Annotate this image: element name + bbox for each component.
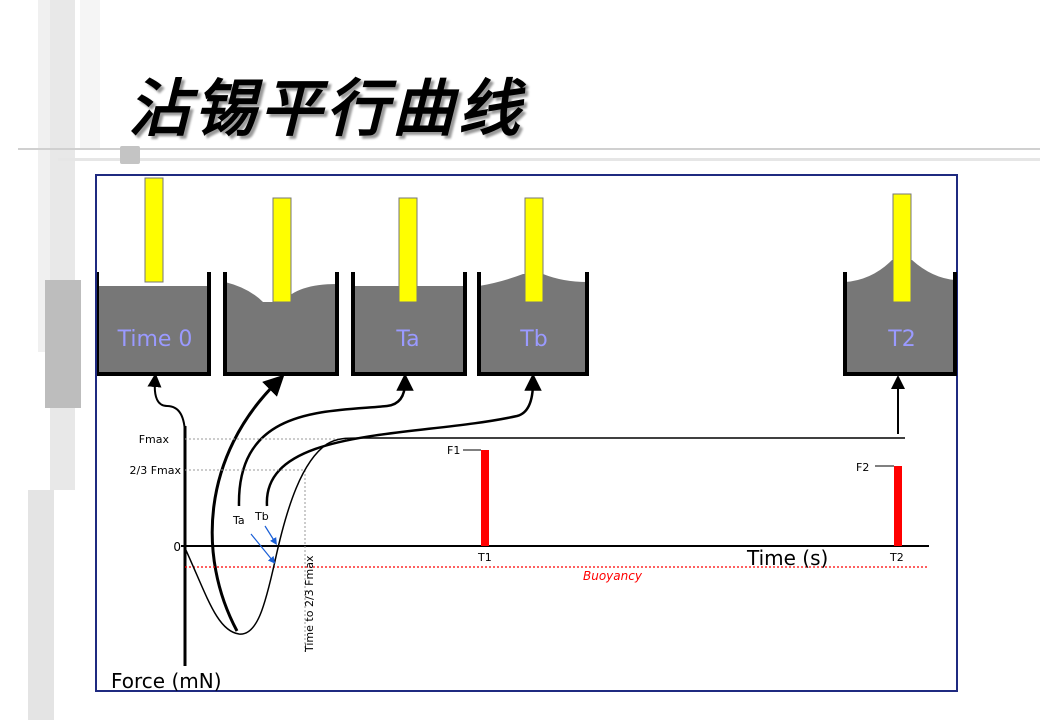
title-rule-2 — [58, 158, 1040, 161]
specimen-dip — [272, 197, 292, 303]
beaker-label-time-0: Time 0 — [117, 327, 193, 352]
force-curve — [184, 437, 905, 635]
y-tick-two-thirds: 2/3 Fmax — [130, 464, 182, 477]
tb-pointer — [264, 525, 277, 546]
specimen-time-0 — [144, 177, 164, 283]
wetting-balance-diagram: Time 0 Ta Tb T2 — [97, 177, 957, 693]
label-t1: T1 — [477, 551, 492, 564]
label-ta: Ta — [232, 514, 245, 527]
specimen-tb — [524, 197, 544, 303]
title-bullet — [120, 146, 140, 164]
diagram-panel: Time 0 Ta Tb T2 — [95, 174, 958, 693]
force-bar-f2 — [894, 466, 902, 546]
buoyancy-label: Buoyancy — [583, 569, 643, 583]
title-rule — [18, 148, 1040, 150]
beaker-dip — [223, 197, 339, 376]
arrow-to-ta — [237, 373, 414, 507]
decor-bar-1 — [38, 0, 53, 352]
page-title: 沾锡平行曲线 — [128, 72, 525, 145]
beaker-ta: Ta — [351, 197, 467, 376]
arrow-to-tb — [265, 373, 542, 507]
beaker-label-tb: Tb — [519, 327, 547, 352]
beaker-tb: Tb — [477, 197, 589, 376]
arrow-to-dip — [210, 374, 285, 632]
specimen-ta — [398, 197, 418, 303]
time-to-two-thirds-label: Time to 2/3 Fmax — [303, 555, 316, 653]
beaker-label-t2: T2 — [887, 327, 915, 352]
label-f2: F2 — [856, 461, 869, 474]
beaker-t2: T2 — [843, 193, 957, 376]
label-t2: T2 — [889, 551, 904, 564]
decor-bar-4 — [28, 490, 54, 720]
ta-pointer — [250, 533, 276, 564]
beaker-label-ta: Ta — [395, 327, 419, 352]
label-tb: Tb — [254, 510, 269, 523]
arrow-to-time-0 — [147, 373, 186, 437]
decor-bar-3 — [45, 280, 81, 408]
specimen-t2 — [892, 193, 912, 303]
x-axis-label: Time (s) — [746, 546, 828, 570]
label-f1: F1 — [447, 444, 460, 457]
decor-bar-2 — [50, 0, 75, 490]
y-axis-label: Force (mN) — [111, 669, 222, 693]
beaker-time-0: Time 0 — [97, 177, 211, 376]
y-tick-fmax: Fmax — [139, 433, 170, 446]
force-bar-f1 — [481, 450, 489, 546]
decor-bar-5 — [80, 0, 100, 150]
y-tick-zero: 0 — [173, 540, 181, 554]
